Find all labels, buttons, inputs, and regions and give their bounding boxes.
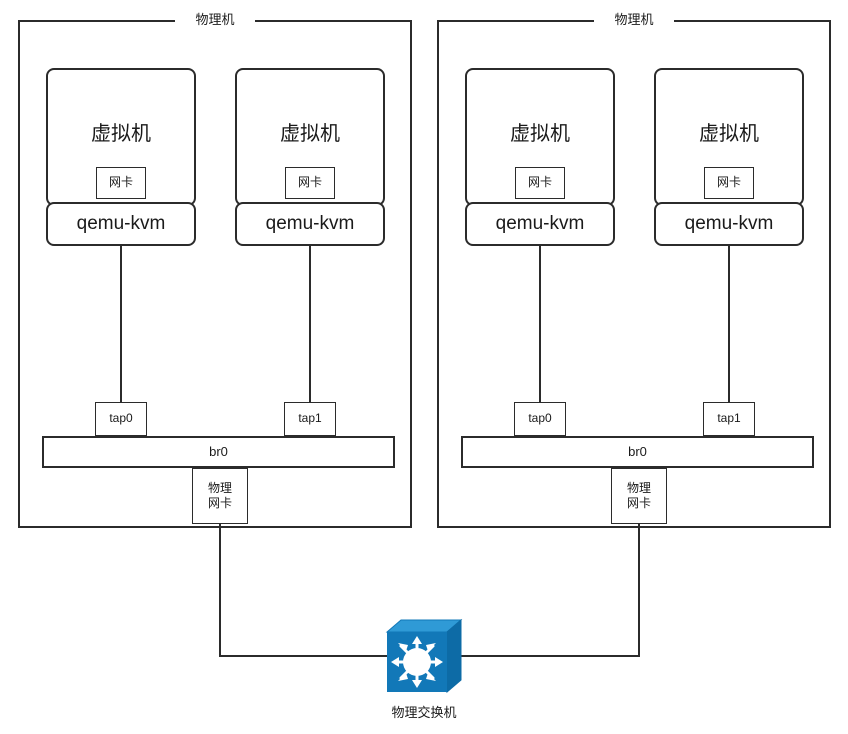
qemu-box-right-2: qemu-kvm	[654, 202, 804, 246]
wire-qemu-to-tap-left-2	[309, 246, 311, 402]
tap-label-left-1: tap0	[109, 411, 133, 426]
qemu-label-left-1: qemu-kvm	[76, 213, 166, 235]
vm-nic-label-left-2: 网卡	[297, 175, 322, 190]
phys-nic-label-right-line1: 物理	[626, 481, 651, 495]
vm-nic-box-left-2: 网卡	[285, 167, 335, 199]
host-title-right: 物理机	[594, 12, 674, 28]
vm-nic-label-left-1: 网卡	[108, 175, 133, 190]
tap-label-right-2: tap1	[717, 411, 741, 426]
vm-nic-box-right-1: 网卡	[515, 167, 565, 199]
qemu-box-right-1: qemu-kvm	[465, 202, 615, 246]
uplink-wire-right-vertical	[638, 524, 640, 657]
bridge-label-right: br0	[628, 443, 647, 459]
phys-nic-label-left-line1: 物理	[207, 481, 232, 495]
tap-box-right-1: tap0	[514, 402, 566, 436]
qemu-label-right-1: qemu-kvm	[495, 213, 585, 235]
qemu-label-left-2: qemu-kvm	[265, 213, 355, 235]
uplink-wire-left-horizontal	[219, 655, 389, 657]
bridge-box-right: br0	[461, 436, 814, 468]
phys-nic-label-left-line2: 网卡	[207, 496, 232, 510]
vm-nic-box-left-1: 网卡	[96, 167, 146, 199]
vm-nic-box-right-2: 网卡	[704, 167, 754, 199]
host-title-left: 物理机	[175, 12, 255, 28]
tap-box-right-2: tap1	[703, 402, 755, 436]
wire-qemu-to-tap-right-1	[539, 246, 541, 402]
tap-label-right-1: tap0	[528, 411, 552, 426]
wire-qemu-to-tap-right-2	[728, 246, 730, 402]
phys-nic-box-left: 物理 网卡	[192, 468, 248, 524]
phys-nic-box-right: 物理 网卡	[611, 468, 667, 524]
wire-qemu-to-tap-left-1	[120, 246, 122, 402]
vm-nic-label-right-1: 网卡	[527, 175, 552, 190]
tap-label-left-2: tap1	[298, 411, 322, 426]
vm-box-left-2	[235, 68, 385, 206]
network-switch-icon	[385, 618, 463, 694]
uplink-wire-right-horizontal	[459, 655, 640, 657]
vm-label-left-2: 虚拟机	[280, 123, 340, 145]
tap-box-left-2: tap1	[284, 402, 336, 436]
bridge-label-left: br0	[209, 443, 228, 459]
qemu-label-right-2: qemu-kvm	[684, 213, 774, 235]
vm-label-left-1: 虚拟机	[91, 123, 151, 145]
phys-nic-label-right-line2: 网卡	[626, 496, 651, 510]
vm-label-right-2: 虚拟机	[699, 123, 759, 145]
vm-nic-label-right-2: 网卡	[716, 175, 741, 190]
physical-switch-label: 物理交换机	[391, 705, 457, 720]
tap-box-left-1: tap0	[95, 402, 147, 436]
vm-label-right-1: 虚拟机	[510, 123, 570, 145]
qemu-box-left-1: qemu-kvm	[46, 202, 196, 246]
physical-switch[interactable]	[383, 616, 465, 698]
bridge-box-left: br0	[42, 436, 395, 468]
qemu-box-left-2: qemu-kvm	[235, 202, 385, 246]
uplink-wire-left-vertical	[219, 524, 221, 657]
